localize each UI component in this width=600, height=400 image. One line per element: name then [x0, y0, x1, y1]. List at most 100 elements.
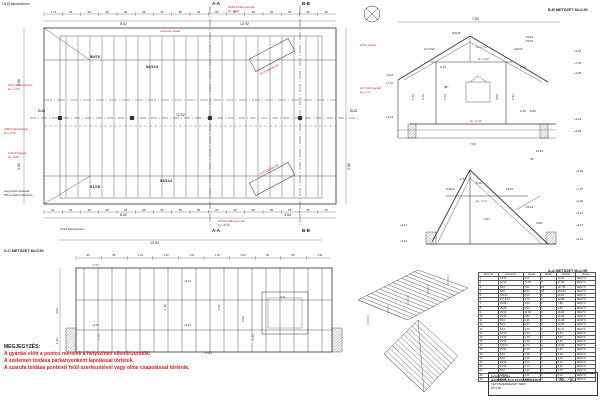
- axonometric-view: [357, 269, 469, 393]
- top-dim-total: 8.52: [120, 22, 127, 26]
- section-cc-title: C-C METSZET M=1:50: [4, 249, 44, 253]
- axo-rafter: [405, 275, 456, 297]
- dim-value: 95: [69, 208, 72, 212]
- cc-dim-value: 1.00: [189, 253, 195, 257]
- dim-value: 85: [179, 10, 182, 14]
- dim-value: 85: [215, 208, 218, 212]
- notes-header: MEGJEGYZÉS:: [4, 344, 41, 350]
- axo-rafter-2: [397, 339, 439, 379]
- aa-dim-2: 3.09: [536, 221, 542, 225]
- bb-label-0: 3x5/16: [452, 31, 461, 35]
- tag-bottom-left: 51/78: [90, 184, 101, 189]
- aa-label-4: 2x5/13: [446, 187, 455, 191]
- tb-line-2: BÁDOGOS-ÁCS TETŐSZERKEZET: [491, 378, 541, 382]
- dim-inner: 12.92: [176, 113, 185, 117]
- hip-tl: [43, 27, 91, 61]
- bb-elev-r4: +2,63: [574, 129, 582, 133]
- axo-rafter: [357, 299, 409, 321]
- note-left-1b: áv.:+7,00: [8, 87, 20, 91]
- bb-angle: 38°: [444, 85, 449, 89]
- bb-label-6: 12/12: [526, 35, 533, 39]
- plan-top-left-label: 15/15 talpszelemen: [2, 2, 30, 6]
- tb-line-1: Építési munka: [491, 374, 511, 378]
- aa-strut: [515, 195, 541, 211]
- note-right-1: 15/15 oszlop: [360, 43, 376, 47]
- rafters: [65, 36, 319, 198]
- aa-dim-0: 1.31: [460, 177, 466, 181]
- bb-elev-l1: +7,07: [386, 81, 394, 85]
- section-bb-title: B-B METSZET M=1:50: [548, 8, 588, 12]
- section-aa-title: A-A METSZET M=1:50: [548, 269, 587, 273]
- axo-rafter: [383, 286, 434, 308]
- dim-value: 95: [325, 10, 328, 14]
- aa-elev-r4: +4,13: [576, 223, 584, 227]
- dim-value: 85: [288, 208, 291, 212]
- tag-top-mid: 94/114: [146, 64, 159, 69]
- aa-wall-hatch-left: [425, 231, 437, 245]
- cc-wall-hatch-left: [65, 327, 77, 353]
- skylight-bottom: [248, 162, 296, 196]
- aa-label-0: 12/12: [536, 149, 543, 153]
- dim-value: 85: [234, 208, 237, 212]
- section-bb: B-B METSZET M=1:50 7.83 3x5/16 2x7,5/13 …: [386, 8, 588, 146]
- aa-label-1: 30°: [530, 157, 535, 161]
- axo-rafter-2: [409, 328, 450, 367]
- bb-dim-0: 2.34: [440, 65, 446, 69]
- plan-outline: [43, 27, 337, 205]
- dim-value: 85: [142, 208, 145, 212]
- left-dim-2: 3.94: [17, 163, 21, 170]
- note-left-2b: áv.:+7,00: [4, 131, 16, 135]
- section-a-label-bottom: A-A: [212, 228, 221, 233]
- bb-label-2: áv.:+7,07: [476, 45, 488, 49]
- note-left-1: 12/12 talpszelemen: [8, 83, 33, 87]
- bottom-tokaj-elev: áv.:+5,04: [218, 223, 230, 227]
- table-cell: 15/15: [498, 376, 524, 382]
- tb-line-3: TETŐSZERKEZETI TERV: [491, 382, 527, 386]
- bb-label-1: 2x7,5/13: [424, 47, 435, 51]
- cc-inner-3: 1.74: [97, 334, 101, 340]
- tokaj-elev: áv.:+5,04: [228, 9, 240, 13]
- bb-elev-r1: +7,30: [574, 61, 582, 65]
- bb-wall-hatch-right: [539, 123, 549, 139]
- bb-dim-4: 4.00: [495, 94, 499, 100]
- aa-elev-r3: +5,14: [576, 211, 584, 215]
- dim-value: 85: [197, 208, 200, 212]
- table-cell: 4: [539, 376, 558, 382]
- note-line-0: A gyártás előtt a pontos méretek a helys…: [4, 351, 151, 357]
- cc-inner-4: 1.13: [251, 334, 255, 340]
- note-right-2b: áv.:+7,0: [360, 90, 370, 94]
- bb-dim-5: 2.74: [443, 94, 447, 100]
- cc-elev-3: +3,13: [184, 323, 192, 327]
- section-c-label-left: C-C: [38, 108, 45, 113]
- dim-value: 85: [288, 10, 291, 14]
- bottom-note-2: 300 cm kézőr elhelyezve: [4, 193, 33, 197]
- cc-dim-value: 1.02: [138, 253, 144, 257]
- axo-ridge-2: [417, 319, 425, 393]
- cc-inner-1: 1.52: [217, 304, 221, 310]
- aa-wall-hatch-right: [545, 231, 557, 245]
- dim-value: 85: [252, 10, 255, 14]
- cc-rafters: [83, 268, 323, 352]
- tag-bottom-mid: 94/114: [160, 178, 173, 183]
- bb-dim-3: 1.66: [411, 94, 415, 100]
- bb-dormer-box: [465, 81, 491, 103]
- tb-signature: Sz. Ák.: [559, 377, 576, 383]
- dim-value: 95: [106, 10, 109, 14]
- axo-top-model: [357, 269, 469, 325]
- section-aa: A-A METSZET M=1:50 12/12 30° 5/16 15/15 …: [400, 149, 587, 273]
- szelemen-top: szelemen toldás: [160, 29, 181, 33]
- dim-value: 85: [179, 208, 182, 212]
- bb-top-dim: 7.83: [472, 17, 479, 21]
- bb-dormer: [469, 75, 487, 83]
- hip-bl: [43, 175, 91, 205]
- bb-dim-2: 3.72: [421, 94, 425, 100]
- right-dim: 3.94: [347, 163, 351, 170]
- dim-value: 85: [234, 10, 237, 14]
- bb-ground: 7,80: [470, 142, 476, 146]
- dim-value: 95: [325, 208, 328, 212]
- skylight-label-bottom: TETŐSÍKABLAK: [258, 162, 279, 176]
- cc-elev-0: +7,07: [92, 263, 100, 267]
